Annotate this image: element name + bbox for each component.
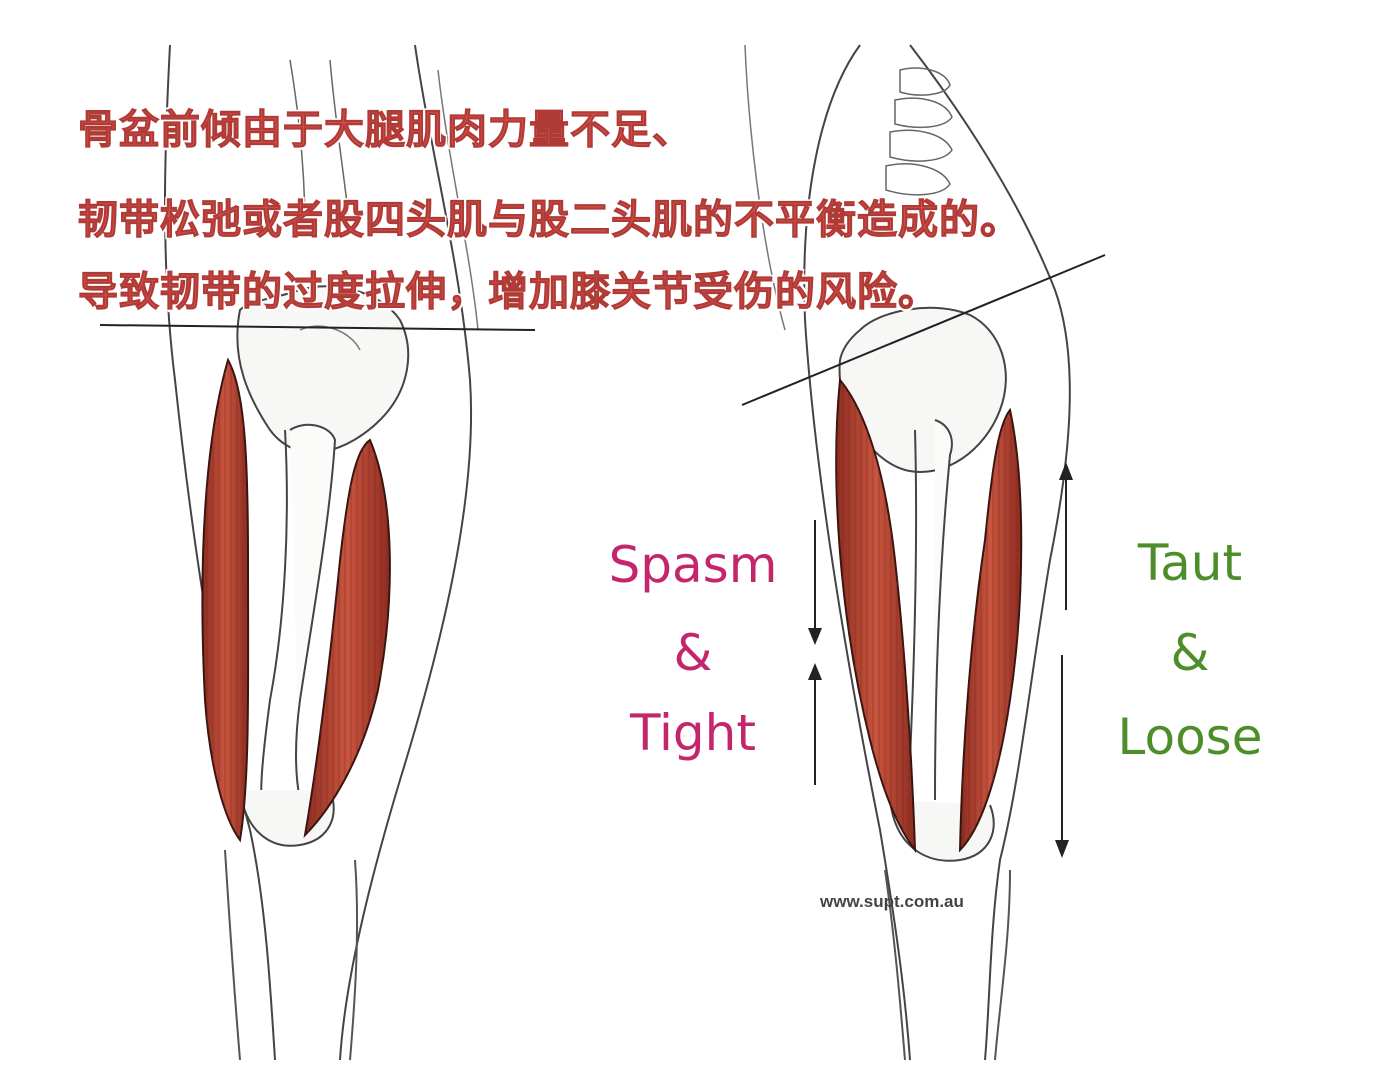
caption-line-1: 骨盆前倾由于大腿肌肉力量不足、 [78, 107, 693, 153]
caption-line-3: 导致韧带的过度拉伸，增加膝关节受伤的风险。 [78, 269, 939, 315]
right-leg [741, 44, 1106, 1061]
left-quadriceps-muscle [201, 357, 250, 843]
right-quadriceps-muscle [835, 377, 917, 854]
website-watermark: www.supt.com.au [820, 892, 964, 911]
caption-line-2: 韧带松弛或者股四头肌与股二头肌的不平衡造成的。 [78, 197, 1021, 243]
spasm-ampersand: & [673, 624, 713, 682]
taut-ampersand: & [1170, 624, 1210, 682]
right-hamstring-muscle [958, 407, 1023, 853]
tight-label: Tight [630, 704, 756, 762]
left-hamstring-muscle [303, 438, 391, 838]
loose-label: Loose [1117, 708, 1263, 766]
taut-label: Taut [1137, 534, 1243, 592]
spasm-label: Spasm [608, 536, 778, 594]
